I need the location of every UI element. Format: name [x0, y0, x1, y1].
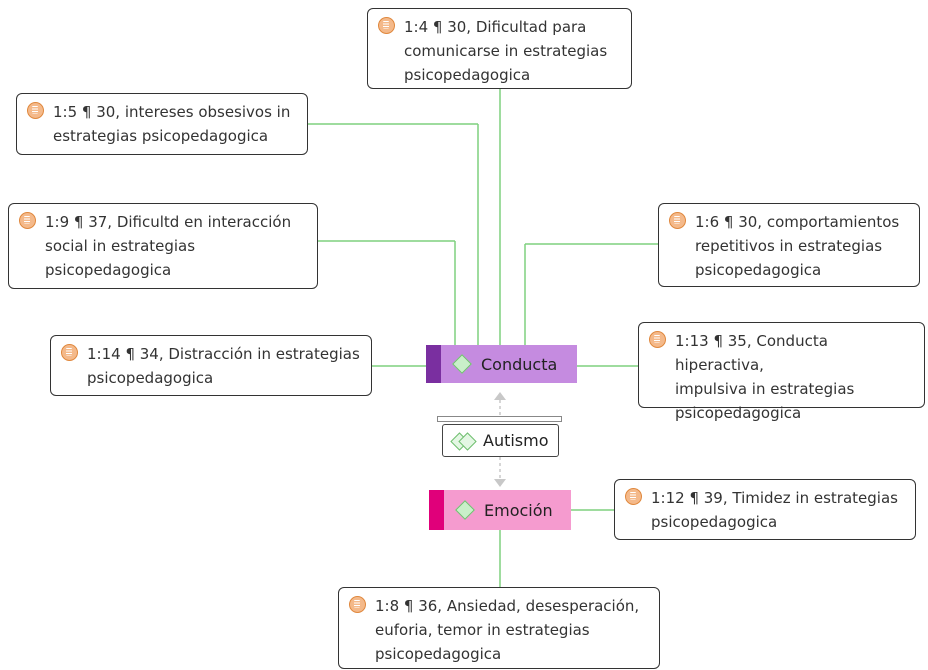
quotation-icon	[669, 212, 686, 229]
quotation-node[interactable]: 1:9 ¶ 37, Dificultd en interacción socia…	[8, 203, 318, 289]
quotation-icon	[649, 331, 666, 348]
code-node-conducta[interactable]: Conducta	[426, 345, 577, 383]
code-group-label: Autismo	[483, 431, 549, 450]
quotation-node[interactable]: 1:14 ¶ 34, Distracción in estrategias ps…	[50, 335, 372, 396]
quotation-node[interactable]: 1:4 ¶ 30, Dificultad para comunicarse in…	[367, 8, 632, 89]
quotation-node[interactable]: 1:13 ¶ 35, Conducta hiperactiva, impulsi…	[638, 322, 925, 422]
quotation-icon	[625, 488, 642, 505]
relation-arrow-down	[494, 479, 506, 487]
quotation-icon	[349, 596, 366, 613]
quotation-node[interactable]: 1:5 ¶ 30, intereses obsesivos in estrate…	[16, 93, 308, 155]
quotation-node[interactable]: 1:12 ¶ 39, Timidez in estrategias psicop…	[614, 479, 916, 540]
quotation-icon	[27, 102, 44, 119]
code-color-stripe	[426, 345, 441, 383]
quotation-icon	[19, 212, 36, 229]
code-label: Conducta	[481, 354, 558, 374]
quotation-node[interactable]: 1:8 ¶ 36, Ansiedad, desesperación, eufor…	[338, 587, 660, 669]
code-diamond-icon	[455, 500, 475, 520]
code-label: Emoción	[484, 500, 553, 520]
relation-arrow-up	[494, 392, 506, 400]
code-color-stripe	[429, 490, 444, 530]
quotation-icon	[378, 17, 395, 34]
quotation-node[interactable]: 1:6 ¶ 30, comportamientos repetitivos in…	[658, 203, 920, 287]
code-diamond-icon	[452, 354, 472, 374]
code-group-icon	[450, 431, 477, 451]
code-node-emocion[interactable]: Emoción	[429, 490, 571, 530]
code-group-tab	[437, 416, 562, 422]
code-group-node[interactable]: Autismo	[442, 424, 559, 457]
quotation-icon	[61, 344, 78, 361]
